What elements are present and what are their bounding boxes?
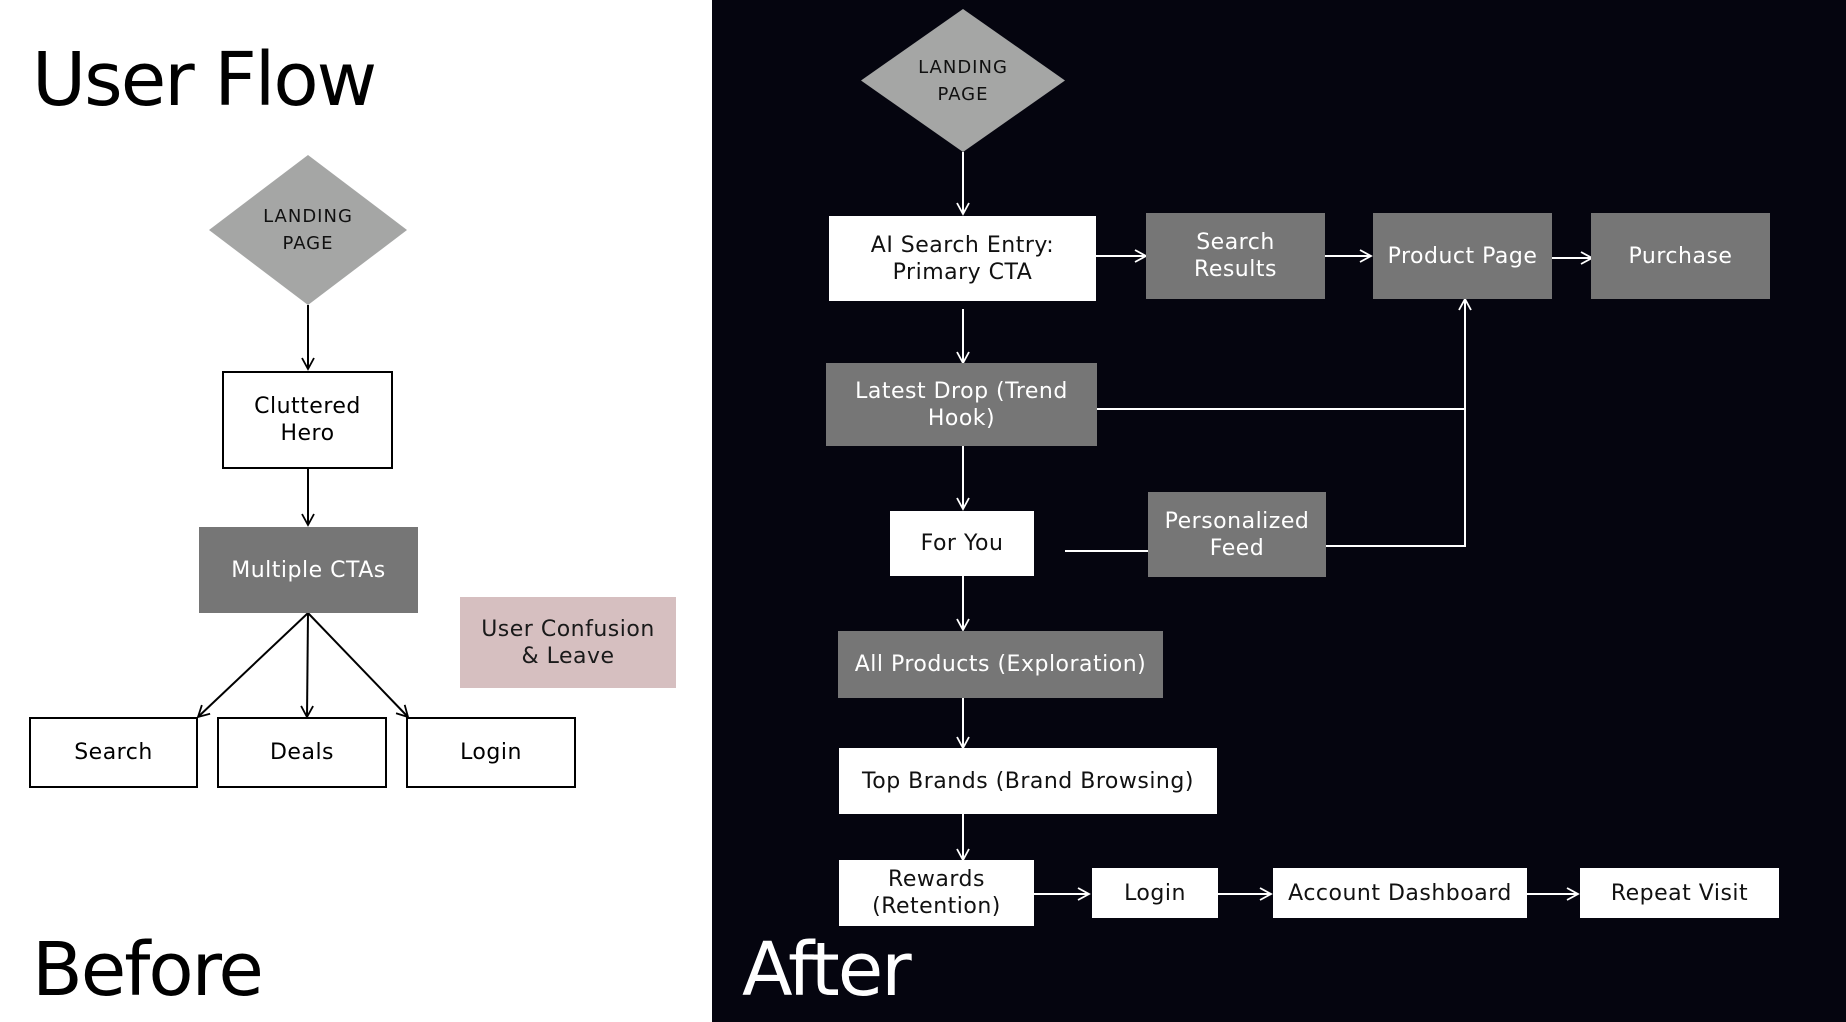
- diamond-shape: [209, 155, 407, 305]
- personalized-feed-node: Personalized Feed: [1148, 492, 1326, 577]
- rewards-node: Rewards (Retention): [839, 860, 1034, 926]
- search-results-node: Search Results: [1146, 213, 1325, 299]
- deals-node: Deals: [217, 717, 387, 788]
- after-label: After: [742, 927, 912, 1013]
- product-page-node: Product Page: [1373, 213, 1552, 299]
- all-products-node: All Products (Exploration): [838, 631, 1163, 698]
- search-node: Search: [29, 717, 198, 788]
- before-label: Before: [32, 927, 264, 1013]
- login-node: Login: [406, 717, 576, 788]
- account-dashboard-node: Account Dashboard: [1273, 868, 1527, 918]
- before-landing-page-label: LANDING PAGE: [263, 206, 353, 254]
- page-title: User Flow: [32, 37, 377, 123]
- cluttered-hero-node: Cluttered Hero: [222, 371, 393, 469]
- after-login-node: Login: [1092, 868, 1218, 918]
- user-confusion-node: User Confusion & Leave: [460, 597, 676, 688]
- latest-drop-node: Latest Drop (Trend Hook): [826, 363, 1097, 446]
- purchase-node: Purchase: [1591, 213, 1770, 299]
- before-landing-page-node: LANDING PAGE: [209, 155, 407, 305]
- ai-search-entry-node: AI Search Entry: Primary CTA: [829, 216, 1096, 301]
- multiple-ctas-node: Multiple CTAs: [199, 527, 418, 613]
- before-panel: [0, 0, 712, 1022]
- after-landing-page-node: LANDING PAGE: [861, 9, 1065, 152]
- for-you-node: For You: [890, 511, 1034, 576]
- repeat-visit-node: Repeat Visit: [1580, 868, 1779, 918]
- top-brands-node: Top Brands (Brand Browsing): [839, 748, 1217, 814]
- diamond-shape: [861, 9, 1065, 152]
- after-landing-page-label: LANDING PAGE: [918, 56, 1008, 105]
